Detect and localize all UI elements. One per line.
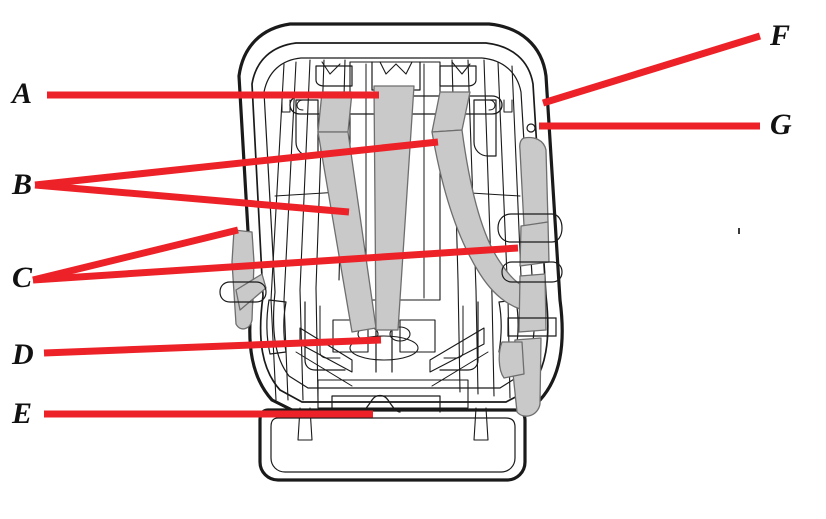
- leader-line-c-1: [32, 226, 239, 284]
- harness-slot-yoke: [315, 65, 353, 87]
- strap-left-side-tail: [235, 273, 267, 311]
- base-foot: [297, 407, 313, 441]
- harness-slot-notch: [321, 61, 341, 75]
- recline-handle-hump: [359, 394, 401, 413]
- leader-line-b-1: [34, 138, 439, 189]
- callout-label-d: D: [11, 338, 34, 371]
- side-anchor-hole: [503, 99, 513, 113]
- seat-base-inner: [270, 417, 516, 473]
- bottom-bracket: [317, 379, 469, 409]
- base-foot: [473, 407, 489, 441]
- side-anchor-tab: [473, 99, 497, 157]
- callout-label-e: E: [11, 397, 32, 430]
- callout-label-a: A: [10, 77, 32, 110]
- strap-left-side-tongue: [231, 229, 255, 330]
- callout-label-b: B: [11, 168, 32, 201]
- lower-strut: [299, 327, 353, 373]
- harness-cross-bar-hole: [488, 99, 496, 111]
- shell-rib: [299, 59, 311, 401]
- harness-cross-bar-hole: [296, 99, 304, 111]
- strap-right-tail-fold: [498, 341, 525, 379]
- shell-rib: [283, 61, 297, 401]
- buckle-clip-right: [501, 261, 563, 283]
- lower-frame: [439, 301, 479, 371]
- harness-slot-yoke: [439, 65, 477, 87]
- strap-right-side-pad: [519, 136, 549, 227]
- leader-line-d-1: [43, 336, 382, 357]
- callout-label-c: C: [12, 261, 33, 294]
- shell-rib: [483, 59, 495, 397]
- callout-label-f: F: [769, 19, 790, 52]
- recline-handle: [331, 395, 441, 413]
- harness-cross-bar: [289, 95, 503, 115]
- lower-strut: [429, 327, 485, 373]
- buckle-loop-right: [497, 213, 563, 243]
- lower-frame: [304, 301, 346, 371]
- leader-line-c-2: [32, 244, 519, 284]
- strap-right-buckle-body: [518, 273, 547, 333]
- callout-leader-lines: [32, 32, 762, 418]
- leader-line-b-2: [34, 181, 350, 216]
- side-anchor-hole: [281, 99, 291, 113]
- leader-line-f-1: [541, 32, 762, 107]
- buckle-hardware: [219, 123, 563, 337]
- callout-labels: A B C D E F G: [10, 19, 792, 430]
- strap-right-side-web: [519, 221, 550, 267]
- belt-guide: [266, 299, 287, 355]
- harness-slot-notch: [379, 61, 413, 75]
- splitter-plate: [349, 335, 419, 361]
- ink-speck: [738, 228, 740, 234]
- buckle-pin-right: [526, 123, 536, 133]
- shell-rib: [467, 59, 479, 395]
- seat-inner-rim: [251, 42, 549, 403]
- buckle-latch-right: [507, 317, 557, 337]
- buckle-loop-left: [219, 281, 267, 303]
- harness-slot-notch: [451, 61, 471, 75]
- callout-label-g: G: [770, 108, 792, 141]
- buckle-post: [389, 326, 411, 342]
